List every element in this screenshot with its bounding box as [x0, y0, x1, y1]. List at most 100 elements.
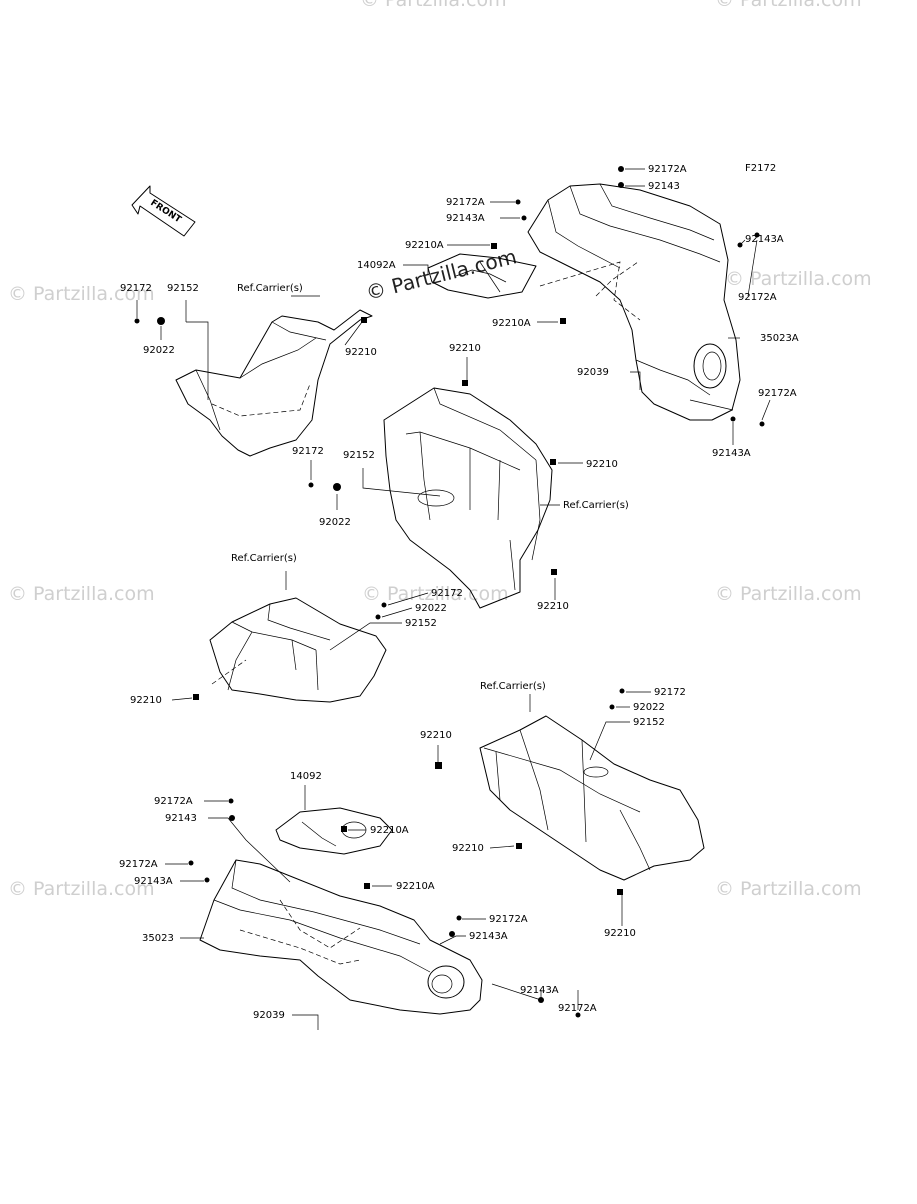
watermark: © Partzilla.com	[8, 283, 155, 305]
callout-92172A: 92172A	[648, 164, 687, 175]
callout-35023: 35023	[142, 933, 174, 944]
callout-14092A: 14092A	[357, 260, 396, 271]
ref-carrier-label: Ref.Carrier(s)	[563, 500, 629, 511]
washer-icon	[449, 931, 455, 937]
callout-92143: 92143	[165, 813, 197, 824]
nut-icon	[560, 318, 566, 324]
callout-92210A: 92210A	[492, 318, 531, 329]
callout-92172A: 92172A	[558, 1003, 597, 1014]
nut-icon	[193, 694, 199, 700]
callout-14092: 14092	[290, 771, 322, 782]
watermark: © Partzilla.com	[715, 583, 862, 605]
callout-92210: 92210	[604, 928, 636, 939]
bolt-icon	[134, 318, 140, 324]
callout-92210: 92210	[345, 347, 377, 358]
bolt-icon	[228, 798, 234, 804]
callout-92210: 92210	[452, 843, 484, 854]
watermark: © Partzilla.com	[360, 0, 507, 11]
washer-icon	[157, 317, 165, 325]
washer-icon	[521, 215, 527, 221]
left-fender-lower	[199, 859, 483, 1015]
carrier-box-lower-right	[479, 715, 705, 881]
callout-92210: 92210	[449, 343, 481, 354]
bolt-icon	[618, 166, 624, 172]
ref-carrier-label: Ref.Carrier(s)	[237, 283, 303, 294]
nut-icon	[364, 883, 370, 889]
callout-92152: 92152	[167, 283, 199, 294]
ref-carrier-label: Ref.Carrier(s)	[480, 681, 546, 692]
callout-92152: 92152	[633, 717, 665, 728]
watermark: © Partzilla.com	[715, 878, 862, 900]
bolt-icon	[759, 421, 765, 427]
nut-icon	[361, 317, 367, 323]
nut-icon	[341, 826, 347, 832]
bolt-icon	[575, 1012, 581, 1018]
callouts: 92172A 92143 92172A 92143A 92210A 14092A…	[119, 164, 799, 1021]
bolt-icon	[456, 915, 462, 921]
callout-92152: 92152	[343, 450, 375, 461]
watermark: © Partzilla.com	[725, 268, 872, 290]
washer-icon	[333, 483, 341, 491]
callout-92210: 92210	[420, 730, 452, 741]
bolt-icon	[515, 199, 521, 205]
bolt-icon	[381, 602, 387, 608]
callout-92210: 92210	[586, 459, 618, 470]
right-fender-upper	[527, 183, 741, 421]
callout-92210A: 92210A	[396, 881, 435, 892]
washer-icon	[375, 614, 381, 620]
watermark: © Partzilla.com	[8, 878, 155, 900]
callout-92172: 92172	[292, 446, 324, 457]
callout-92143A: 92143A	[712, 448, 751, 459]
bolt-icon	[308, 482, 314, 488]
callout-92172A: 92172A	[758, 388, 797, 399]
nut-icon	[550, 459, 556, 465]
bolt-icon	[188, 860, 194, 866]
callout-92022: 92022	[415, 603, 447, 614]
front-arrow-icon: FRONT	[131, 185, 196, 237]
callout-92172A: 92172A	[489, 914, 528, 925]
callout-92143: 92143	[648, 181, 680, 192]
washer-icon	[609, 704, 615, 710]
callout-92022: 92022	[633, 702, 665, 713]
callout-35023A: 35023A	[760, 333, 799, 344]
nut-icon	[617, 889, 623, 895]
callout-92172: 92172	[120, 283, 152, 294]
callout-92022: 92022	[319, 517, 351, 528]
callout-92172A: 92172A	[154, 796, 193, 807]
nut-icon	[462, 380, 468, 386]
callout-92172A: 92172A	[119, 859, 158, 870]
nut-icon	[516, 843, 522, 849]
bolt-icon	[619, 688, 625, 694]
callout-92210A: 92210A	[405, 240, 444, 251]
washer-icon	[229, 815, 235, 821]
hardware	[134, 166, 765, 1018]
callout-92172A: 92172A	[738, 292, 777, 303]
nut-icon	[551, 569, 557, 575]
carrier-box-center	[383, 387, 553, 609]
callout-92143A: 92143A	[469, 931, 508, 942]
watermark-center: © Partzilla.com	[363, 244, 519, 305]
callout-92152: 92152	[405, 618, 437, 629]
callout-92143A: 92143A	[745, 234, 784, 245]
carrier-panel-upper-left	[175, 309, 373, 457]
leader-lines	[136, 168, 771, 1030]
callout-92022: 92022	[143, 345, 175, 356]
watermark: © Partzilla.com	[715, 0, 862, 11]
callout-92039: 92039	[253, 1010, 285, 1021]
callout-92210A: 92210A	[370, 825, 409, 836]
callout-92172: 92172	[654, 687, 686, 698]
callout-92143A: 92143A	[446, 213, 485, 224]
washer-icon	[730, 416, 736, 422]
front-label: FRONT	[148, 198, 183, 226]
carrier-panel-middle-left	[209, 597, 387, 703]
callout-92172: 92172	[431, 588, 463, 599]
watermark: © Partzilla.com	[362, 583, 509, 605]
nut-icon	[435, 762, 442, 769]
bolt-icon	[754, 232, 760, 238]
washer-icon	[618, 182, 624, 188]
mudguard-plate-upper	[427, 253, 537, 299]
callout-92172A: 92172A	[446, 197, 485, 208]
callout-92143A: 92143A	[520, 985, 559, 996]
